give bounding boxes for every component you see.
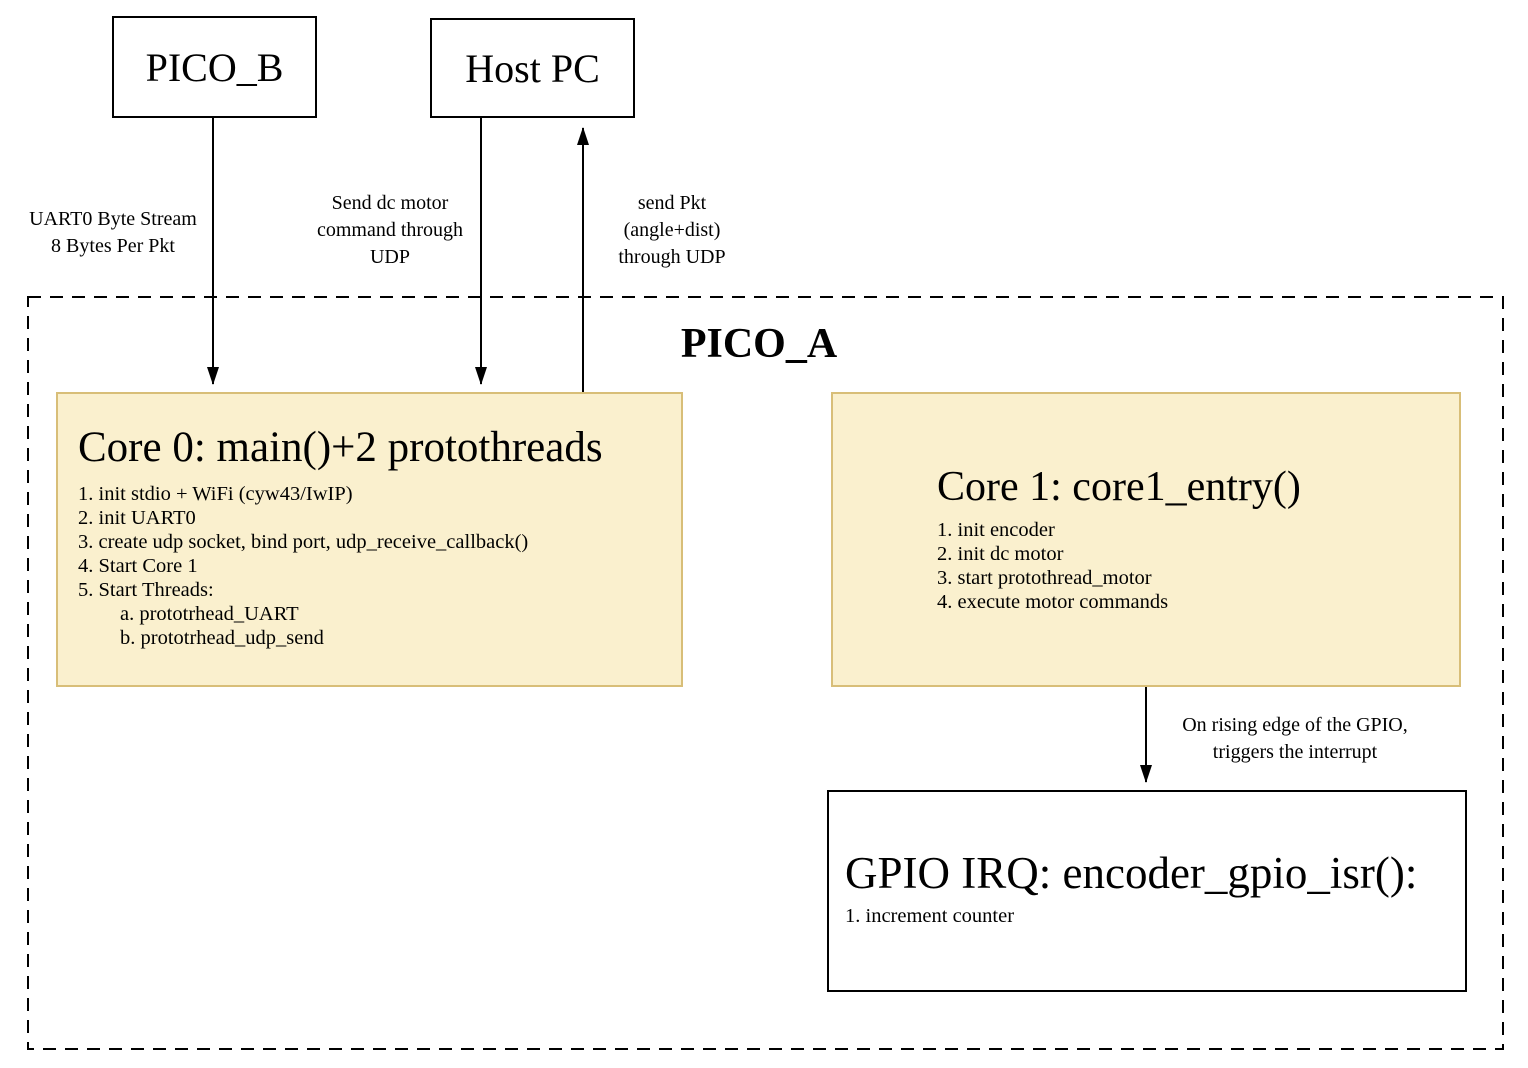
- core1-step: 2. init dc motor: [937, 543, 1064, 566]
- edge-label-send-dc-motor-command: Send dc motor command through UDP: [308, 190, 472, 271]
- edge-label-line: UART0 Byte Stream: [29, 208, 197, 230]
- core0-title: Core 0: main()+2 protothreads: [78, 424, 603, 471]
- core0-step: 3. create udp socket, bind port, udp_rec…: [78, 531, 529, 554]
- core1-step: 3. start protothread_motor: [937, 567, 1152, 590]
- edge-label-line: Send dc motor: [331, 192, 449, 214]
- core0-step: 1. init stdio + WiFi (cyw43/IwIP): [78, 483, 353, 506]
- core1-step: 4. execute motor commands: [937, 591, 1169, 614]
- edge-label-rising-edge-interrupt: On rising edge of the GPIO, triggers the…: [1163, 712, 1427, 766]
- gpio-irq-node: GPIO IRQ: encoder_gpio_isr(): 1. increme…: [827, 790, 1467, 992]
- edge-label-line: triggers the interrupt: [1212, 741, 1378, 763]
- host-pc-node: Host PC: [430, 18, 635, 118]
- core0-step: 4. Start Core 1: [78, 555, 198, 578]
- core0-step: 2. init UART0: [78, 507, 196, 530]
- core1-step-list: 1. init encoder 2. init dc motor 3. star…: [937, 518, 1441, 614]
- edge-label-line: UDP: [369, 246, 410, 268]
- edge-label-uart-byte-stream: UART0 Byte Stream 8 Bytes Per Pkt: [18, 206, 208, 260]
- pico-b-node: PICO_B: [112, 16, 317, 118]
- gpio-irq-title: GPIO IRQ: encoder_gpio_isr():: [845, 848, 1418, 898]
- gpio-irq-step-list: 1. increment counter: [845, 904, 1451, 928]
- core0-substep: a. prototrhead_UART: [120, 603, 299, 626]
- edge-label-line: command through: [316, 219, 464, 241]
- edge-label-send-pkt: send Pkt (angle+dist) through UDP: [590, 190, 754, 271]
- core1-title: Core 1: core1_entry(): [937, 464, 1301, 510]
- edge-label-line: 8 Bytes Per Pkt: [51, 235, 175, 257]
- core0-step-list: 1. init stdio + WiFi (cyw43/IwIP) 2. ini…: [78, 482, 663, 650]
- core0-substep: b. prototrhead_udp_send: [120, 627, 324, 650]
- core0-step: 5. Start Threads:: [78, 579, 214, 602]
- core1-step: 1. init encoder: [937, 519, 1055, 542]
- pico-b-label: PICO_B: [145, 44, 284, 90]
- pico-a-dashed-boundary: [27, 296, 1504, 1050]
- gpio-irq-step: 1. increment counter: [845, 905, 1015, 928]
- edge-label-line: (angle+dist): [623, 219, 721, 241]
- host-pc-label: Host PC: [465, 45, 600, 91]
- core1-node: Core 1: core1_entry() 1. init encoder 2.…: [831, 392, 1461, 687]
- edge-label-line: through UDP: [618, 246, 726, 268]
- pico-a-title: PICO_A: [680, 321, 838, 367]
- core0-node: Core 0: main()+2 protothreads 1. init st…: [56, 392, 683, 687]
- edge-label-line: send Pkt: [637, 192, 707, 214]
- edge-label-line: On rising edge of the GPIO,: [1182, 714, 1408, 736]
